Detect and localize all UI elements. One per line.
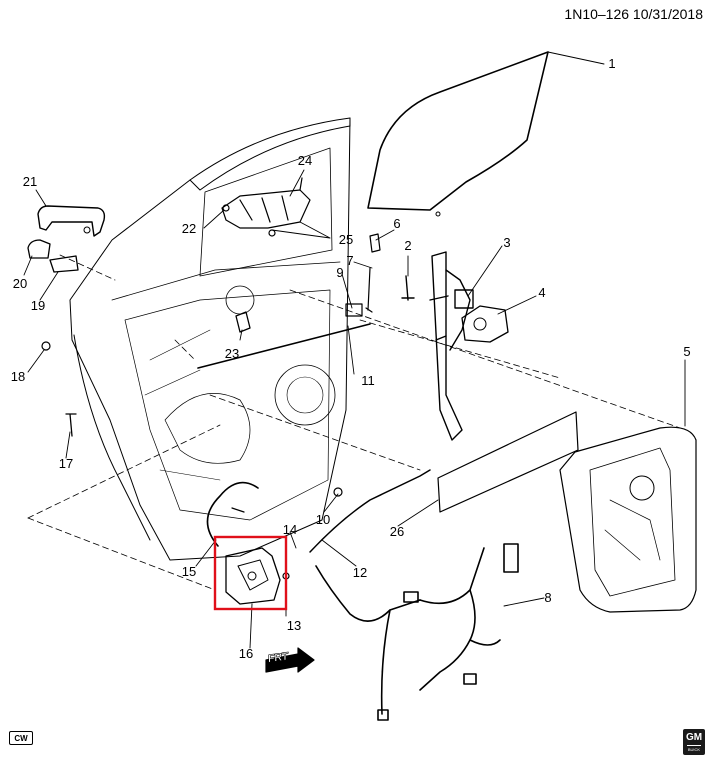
- callout-23: 23: [224, 346, 240, 361]
- callout-5: 5: [683, 344, 691, 359]
- callout-15: 15: [181, 564, 197, 579]
- door-latch: [225, 547, 281, 605]
- callout-22: 22: [181, 221, 197, 236]
- front-direction-arrow: [265, 647, 315, 673]
- leader-lines: [23, 51, 686, 649]
- window-regulator: [429, 251, 474, 441]
- callout-12: 12: [352, 565, 368, 580]
- callout-6: 6: [393, 216, 401, 231]
- callout-10: 10: [315, 512, 331, 527]
- door-module-panel: [559, 426, 697, 613]
- gm-logo-subtext: BUICK: [687, 746, 701, 752]
- callout-7: 7: [346, 253, 354, 268]
- callout-24: 24: [297, 153, 313, 168]
- callout-3: 3: [503, 235, 511, 250]
- door-glass: [367, 51, 549, 211]
- gm-logo-bar: [687, 744, 701, 746]
- callout-11: 11: [361, 373, 375, 388]
- callout-8: 8: [544, 590, 552, 605]
- highlight-box: [213, 535, 288, 611]
- callout-17: 17: [58, 456, 74, 471]
- callout-18: 18: [10, 369, 26, 384]
- release-cable: [309, 469, 431, 553]
- cw-badge: CW: [9, 731, 33, 745]
- callout-4: 4: [538, 285, 546, 300]
- seal-strip: [437, 411, 579, 513]
- gm-logo-text: GM: [685, 731, 703, 743]
- wiring-harness: [315, 543, 519, 721]
- callout-25: 25: [338, 232, 354, 247]
- gm-logo: GM BUICK: [683, 729, 705, 755]
- callout-20: 20: [12, 276, 28, 291]
- callout-13: 13: [286, 618, 302, 633]
- callout-14: 14: [282, 522, 298, 537]
- callout-16: 16: [238, 646, 254, 661]
- callout-2: 2: [404, 238, 412, 253]
- diagram-reference-number: 1N10–126 10/31/2018: [564, 6, 703, 22]
- door-frame: [69, 117, 351, 561]
- callout-9: 9: [336, 265, 344, 280]
- lock-rod: [197, 323, 371, 369]
- window-motor: [461, 305, 509, 343]
- outside-handle: [37, 205, 106, 237]
- handle-carrier: [221, 177, 311, 237]
- assembly-guide-lines: [27, 254, 681, 591]
- callout-26: 26: [389, 524, 405, 539]
- callout-1: 1: [608, 56, 616, 71]
- callout-21: 21: [22, 174, 38, 189]
- callout-19: 19: [30, 298, 46, 313]
